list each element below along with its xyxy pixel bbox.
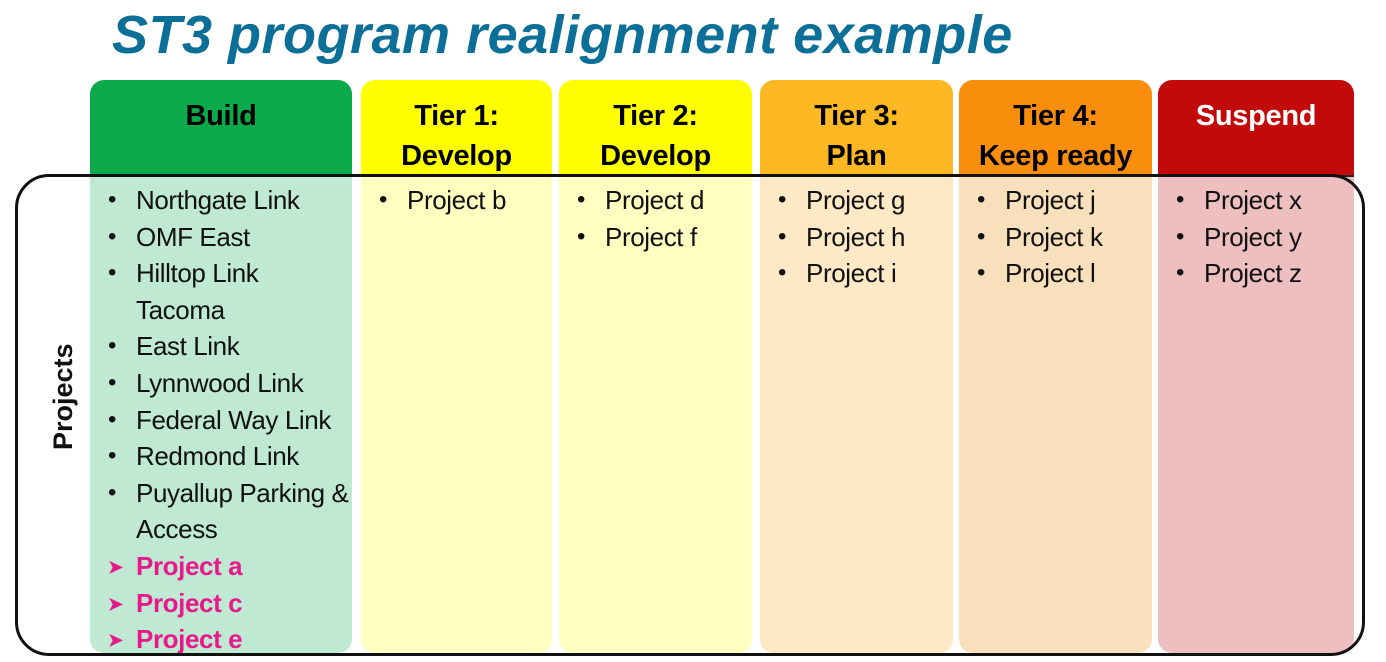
column-header-suspend: Suspend xyxy=(1158,80,1354,176)
column-header-line: Keep ready xyxy=(978,140,1133,172)
project-list: Project gProject hProject i xyxy=(778,182,953,292)
page-title: ST3 program realignment example xyxy=(112,5,1013,65)
project-item: East Link xyxy=(108,328,352,365)
project-list: Project dProject f xyxy=(577,182,752,255)
project-item: Project z xyxy=(1176,255,1354,292)
column-header-line: Suspend xyxy=(1195,100,1317,132)
column-tier-1-develop: Tier 1: DevelopProject b xyxy=(361,80,552,653)
project-item-new: Project e xyxy=(108,621,352,658)
project-item: Project h xyxy=(778,219,953,256)
project-item: Federal Way Link xyxy=(108,402,352,439)
column-tier-3-plan: Tier 3: PlanProject gProject hProject i xyxy=(760,80,953,653)
project-item: Lynnwood Link xyxy=(108,365,352,402)
column-suspend: SuspendProject xProject yProject z xyxy=(1158,80,1354,653)
project-item: Project b xyxy=(379,182,552,219)
project-item: Project x xyxy=(1176,182,1354,219)
project-item: Project k xyxy=(977,219,1152,256)
header-divider xyxy=(90,175,1354,177)
project-item: Puyallup Parking & Access xyxy=(108,475,352,548)
project-item: Project g xyxy=(778,182,953,219)
column-body-tier-1-develop: Project b xyxy=(361,176,552,653)
project-list: Project b xyxy=(379,182,552,219)
column-header-line: Tier 3: xyxy=(814,100,899,132)
project-item: Northgate Link xyxy=(108,182,352,219)
column-body-tier-4-keep-ready: Project jProject kProject l xyxy=(959,176,1152,653)
column-header-line: Develop xyxy=(401,140,512,172)
project-item: Hilltop Link Tacoma xyxy=(108,255,352,328)
project-item: Project f xyxy=(577,219,752,256)
project-item: Project l xyxy=(977,255,1152,292)
column-body-tier-3-plan: Project gProject hProject i xyxy=(760,176,953,653)
project-item: Redmond Link xyxy=(108,438,352,475)
column-body-suspend: Project xProject yProject z xyxy=(1158,176,1354,653)
column-header-line: Tier 2: xyxy=(613,100,698,132)
project-list: Project xProject yProject z xyxy=(1176,182,1354,292)
column-header-tier-4-keep-ready: Tier 4: Keep ready xyxy=(959,80,1152,176)
project-list: Project jProject kProject l xyxy=(977,182,1152,292)
project-item: Project d xyxy=(577,182,752,219)
project-item: Project i xyxy=(778,255,953,292)
column-header-tier-3-plan: Tier 3: Plan xyxy=(760,80,953,176)
column-tier-2-develop: Tier 2: DevelopProject dProject f xyxy=(559,80,752,653)
column-header-tier-1-develop: Tier 1: Develop xyxy=(361,80,552,176)
project-item-new: Project a xyxy=(108,548,352,585)
column-tier-4-keep-ready: Tier 4: Keep readyProject jProject kProje… xyxy=(959,80,1152,653)
projects-row-label: Projects xyxy=(48,343,78,450)
column-header-line: Build xyxy=(185,100,257,132)
column-header-line: Tier 1: xyxy=(414,100,499,132)
column-header-line: Develop xyxy=(600,140,711,172)
column-header-build: Build xyxy=(90,80,352,176)
column-header-line: Tier 4: xyxy=(1013,100,1098,132)
project-item-new: Project c xyxy=(108,585,352,622)
column-body-tier-2-develop: Project dProject f xyxy=(559,176,752,653)
project-list: Northgate LinkOMF EastHilltop Link Tacom… xyxy=(108,182,352,658)
project-item: Project j xyxy=(977,182,1152,219)
column-body-build: Northgate LinkOMF EastHilltop Link Tacom… xyxy=(90,176,352,658)
project-item: OMF East xyxy=(108,219,352,256)
column-build: BuildNorthgate LinkOMF EastHilltop Link … xyxy=(90,80,352,658)
project-item: Project y xyxy=(1176,219,1354,256)
column-header-line: Plan xyxy=(826,140,887,172)
column-header-tier-2-develop: Tier 2: Develop xyxy=(559,80,752,176)
